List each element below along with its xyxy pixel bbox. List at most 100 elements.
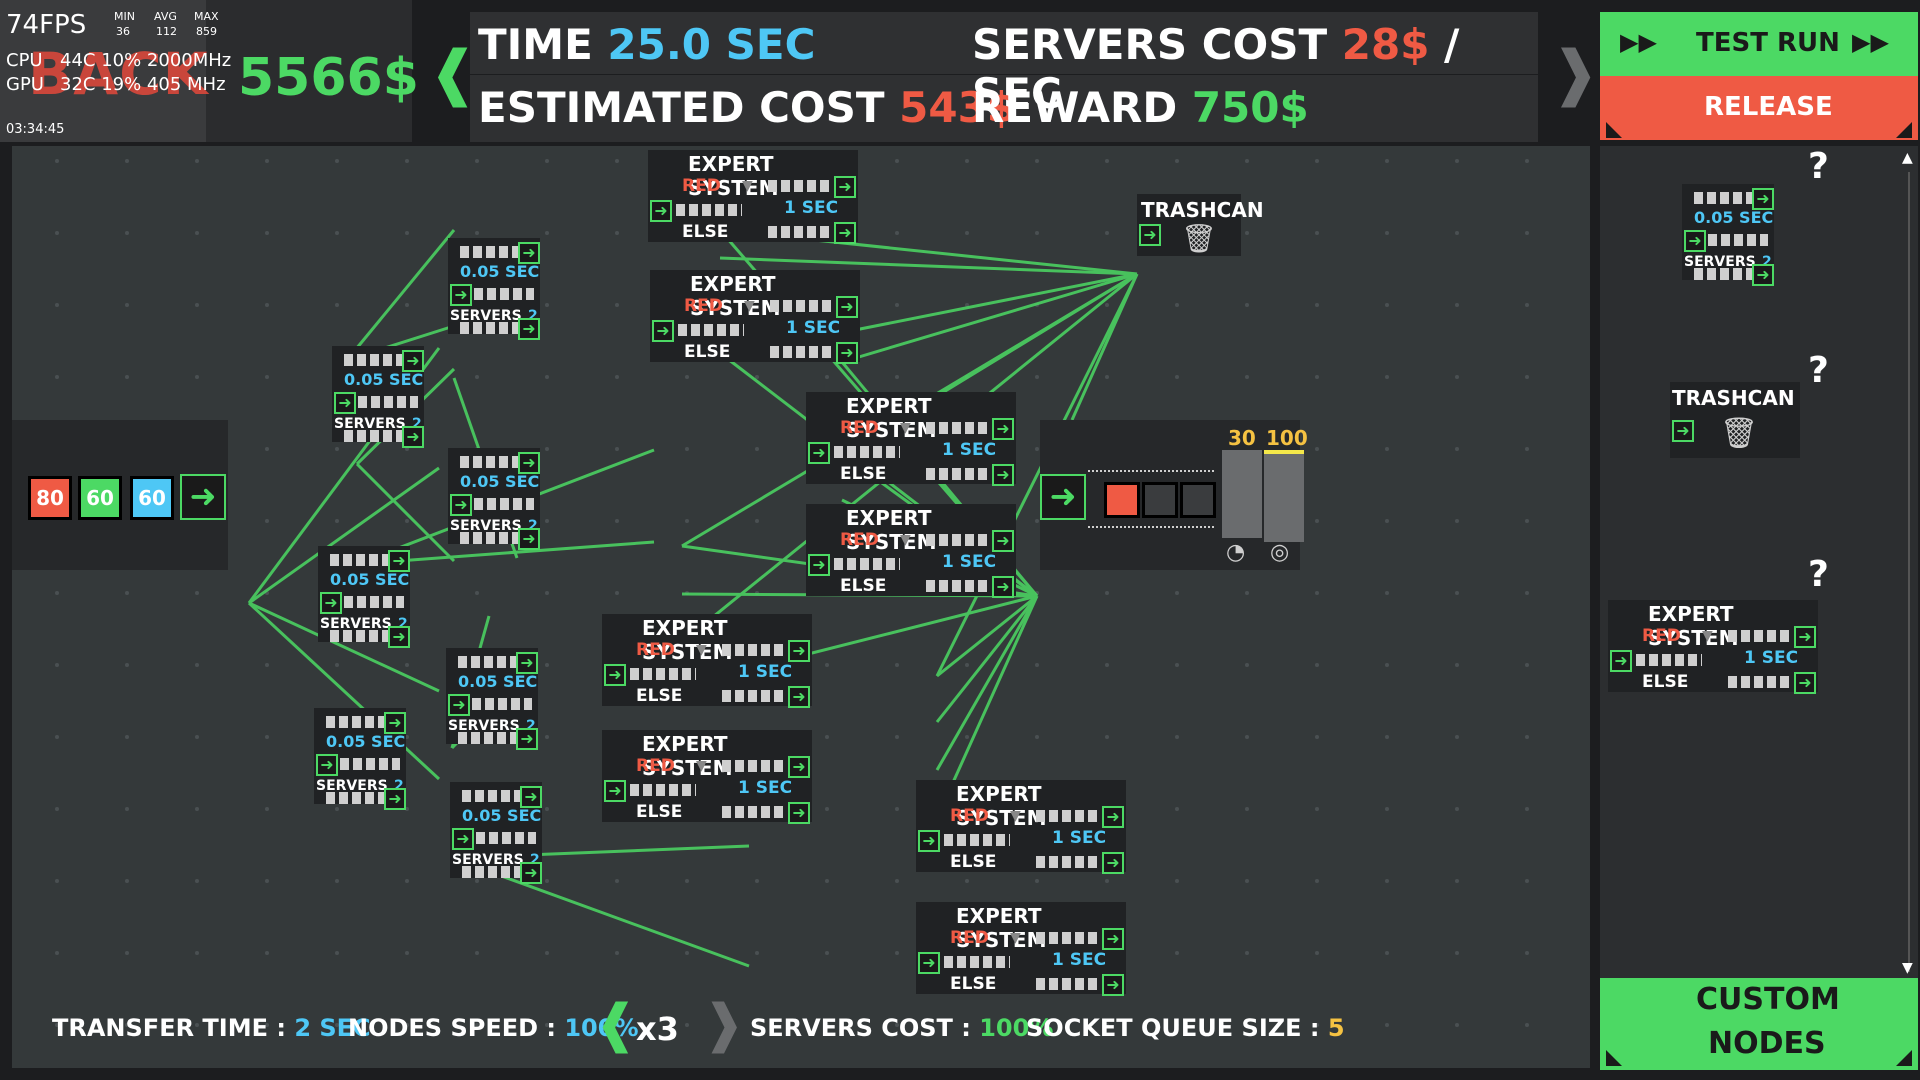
- output-port[interactable]: ➜: [1752, 264, 1774, 286]
- input-port[interactable]: ➜: [448, 694, 470, 716]
- source-node[interactable]: 80 60 60 ➜: [12, 420, 228, 570]
- match-output-port[interactable]: ➜: [1794, 626, 1816, 648]
- input-port[interactable]: ➜: [650, 200, 672, 222]
- next-level-chevron[interactable]: ❱: [1550, 38, 1601, 108]
- output-port[interactable]: ➜: [402, 350, 424, 372]
- source-output-port[interactable]: ➜: [180, 474, 226, 520]
- else-output-port[interactable]: ➜: [1102, 974, 1124, 996]
- output-port[interactable]: ➜: [516, 652, 538, 674]
- trashcan-input-port[interactable]: ➜: [1139, 224, 1161, 246]
- dropdown-icon[interactable]: ▼: [900, 420, 911, 436]
- trashcan-node[interactable]: TRASHCAN ➜ 🗑: [1137, 194, 1264, 256]
- input-port[interactable]: ➜: [452, 828, 474, 850]
- else-output-port[interactable]: ➜: [788, 686, 810, 708]
- input-port[interactable]: ➜: [1610, 650, 1632, 672]
- output-port[interactable]: ➜: [518, 242, 540, 264]
- palette-scrollbar[interactable]: ▲ ▼: [1902, 150, 1916, 976]
- dropdown-icon[interactable]: ▼: [744, 298, 755, 314]
- match-output-port[interactable]: ➜: [834, 176, 856, 198]
- input-port[interactable]: ➜: [1684, 230, 1706, 252]
- speed-up-chevron[interactable]: ❱: [702, 994, 746, 1054]
- palette-trashcan[interactable]: TRASHCAN ➜ 🗑: [1670, 382, 1800, 458]
- palette-trashcan-port[interactable]: ➜: [1672, 420, 1694, 442]
- match-output-port[interactable]: ➜: [992, 418, 1014, 440]
- input-port[interactable]: ➜: [808, 442, 830, 464]
- prev-level-chevron[interactable]: ❰: [428, 38, 479, 108]
- dropdown-icon[interactable]: ▼: [742, 178, 753, 194]
- output-port[interactable]: ➜: [384, 712, 406, 734]
- dropdown-icon[interactable]: ▼: [696, 642, 707, 658]
- else-output-port[interactable]: ➜: [1794, 672, 1816, 694]
- release-button[interactable]: RELEASE: [1600, 76, 1918, 140]
- input-port[interactable]: ➜: [604, 780, 626, 802]
- else-output-port[interactable]: ➜: [834, 222, 856, 244]
- output-port[interactable]: ➜: [1752, 188, 1774, 210]
- match-output-port[interactable]: ➜: [836, 296, 858, 318]
- match-output-port[interactable]: ➜: [788, 640, 810, 662]
- output-port[interactable]: ➜: [518, 452, 540, 474]
- input-port[interactable]: ➜: [450, 284, 472, 306]
- output-port[interactable]: ➜: [388, 626, 410, 648]
- match-output-port[interactable]: ➜: [992, 530, 1014, 552]
- match-output-port[interactable]: ➜: [788, 756, 810, 778]
- output-port[interactable]: ➜: [384, 788, 406, 810]
- output-port[interactable]: ➜: [518, 318, 540, 340]
- else-output-port[interactable]: ➜: [788, 802, 810, 824]
- else-output-port[interactable]: ➜: [836, 342, 858, 364]
- back-button[interactable]: BACK: [0, 0, 208, 142]
- output-port[interactable]: ➜: [402, 426, 424, 448]
- input-port[interactable]: ➜: [808, 554, 830, 576]
- circuit-board[interactable]: 80 60 60 ➜ TRASHCAN ➜ 🗑 ➜ 30 100 ◔ ◎ TRA…: [12, 146, 1590, 1068]
- help-icon-1[interactable]: ?: [1808, 146, 1829, 187]
- dropdown-icon[interactable]: ▼: [1702, 628, 1713, 644]
- speed-down-chevron[interactable]: ❰: [594, 994, 638, 1054]
- match-output-port[interactable]: ➜: [1102, 928, 1124, 950]
- help-icon-3[interactable]: ?: [1808, 554, 1829, 595]
- input-port[interactable]: ➜: [918, 952, 940, 974]
- input-port[interactable]: ➜: [918, 830, 940, 852]
- else-output-port[interactable]: ➜: [992, 464, 1014, 486]
- dropdown-icon[interactable]: ▼: [696, 758, 707, 774]
- output-port[interactable]: ➜: [388, 550, 410, 572]
- custom-nodes-button[interactable]: CUSTOM NODES: [1600, 978, 1918, 1070]
- output-port[interactable]: ➜: [518, 528, 540, 550]
- output-port[interactable]: ➜: [520, 786, 542, 808]
- else-output-port[interactable]: ➜: [992, 576, 1014, 598]
- output-port[interactable]: ➜: [516, 728, 538, 750]
- input-port[interactable]: ➜: [320, 592, 342, 614]
- sink-input-port[interactable]: ➜: [1040, 474, 1086, 520]
- test-run-button[interactable]: ▶▶ TEST RUN ▶▶: [1600, 12, 1918, 76]
- help-icon-2[interactable]: ?: [1808, 350, 1829, 391]
- match-output-port[interactable]: ➜: [1102, 806, 1124, 828]
- else-output-port[interactable]: ➜: [1102, 852, 1124, 874]
- dropdown-icon[interactable]: ▼: [900, 532, 911, 548]
- dropdown-icon[interactable]: ▼: [1010, 930, 1021, 946]
- input-port[interactable]: ➜: [450, 494, 472, 516]
- input-port[interactable]: ➜: [316, 754, 338, 776]
- input-port[interactable]: ➜: [334, 392, 356, 414]
- queue-indicator: [340, 758, 400, 770]
- output-port[interactable]: ➜: [520, 862, 542, 884]
- input-port[interactable]: ➜: [604, 664, 626, 686]
- node-palette[interactable]: ? ? ? ▲ ▼ TRASHCAN ➜ 🗑 ➜0.05 SEC➜SERVERS…: [1600, 146, 1918, 1068]
- dropdown-icon[interactable]: ▼: [1010, 808, 1021, 824]
- sink-node[interactable]: ➜ 30 100 ◔ ◎: [1040, 420, 1308, 570]
- input-port[interactable]: ➜: [652, 320, 674, 342]
